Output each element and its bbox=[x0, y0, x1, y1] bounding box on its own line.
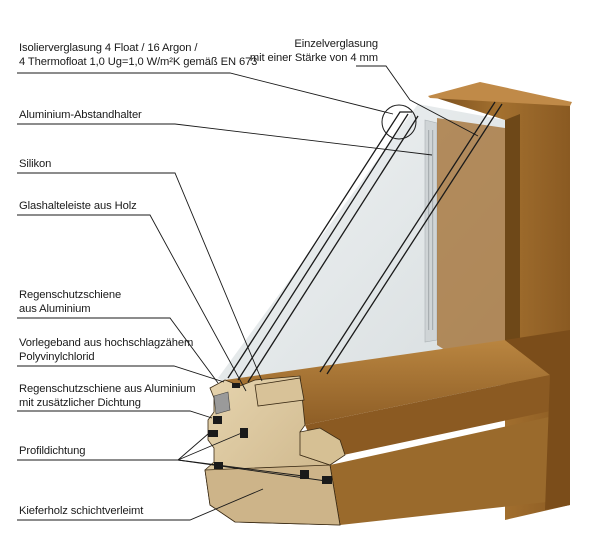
label-regenschutz-dichtung: Regenschutzschiene aus Aluminium mit zus… bbox=[19, 383, 196, 410]
leader-lines bbox=[17, 65, 479, 521]
label-regenschutzschiene: Regenschutzschiene aus Aluminium bbox=[19, 289, 121, 316]
label-glashalteleiste: Glashalteleiste aus Holz bbox=[19, 200, 137, 212]
bead-vertical bbox=[437, 118, 505, 388]
label-isolierverglasung-line2: 4 Thermofloat 1,0 Ug=1,0 W/m²K gemäß EN … bbox=[19, 55, 258, 68]
label-kiefernholz: Kieferholz schichtverleimt bbox=[19, 505, 144, 517]
section-cut-right bbox=[299, 427, 346, 466]
frame-vertical-inner bbox=[505, 114, 520, 398]
spacer-dots bbox=[428, 130, 434, 330]
label-vorlegeband-line1: Vorlegeband aus hochschlagzähem bbox=[19, 337, 194, 349]
label-regenschutz-dichtung-line2: mit zusätzlicher Dichtung bbox=[19, 396, 141, 409]
label-isolierverglasung: Isolierverglasung 4 Float / 16 Argon / 4… bbox=[19, 42, 257, 69]
section-cut-bead bbox=[254, 377, 305, 407]
label-einzelverglasung-line2: mit einer Stärke von 4 mm bbox=[249, 51, 378, 64]
label-isolierverglasung-line1: Isolierverglasung 4 Float / 16 Argon / bbox=[19, 42, 198, 54]
label-regenschutzschiene-line1: Regenschutzschiene bbox=[19, 289, 122, 301]
label-regenschutz-dichtung-line1: Regenschutzschiene aus Aluminium bbox=[19, 383, 196, 395]
label-einzelverglasung: Einzelverglasung mit einer Stärke von 4 … bbox=[238, 38, 378, 65]
frame-corner bbox=[505, 330, 570, 510]
spacer-strip bbox=[424, 119, 438, 343]
frame-bottom-front bbox=[305, 375, 555, 460]
label-vorlegeband: Vorlegeband aus hochschlagzähem Polyviny… bbox=[19, 337, 193, 364]
glass-edges bbox=[227, 101, 503, 383]
label-profildichtung: Profildichtung bbox=[19, 445, 86, 457]
label-vorlegeband-line2: Polyvinylchlorid bbox=[19, 350, 95, 363]
frame-bottom-top bbox=[225, 340, 550, 425]
section-cut-sill bbox=[204, 464, 341, 526]
label-abstandhalter: Aluminium-Abstandhalter bbox=[19, 109, 142, 121]
label-einzelverglasung-line1: Einzelverglasung bbox=[294, 38, 378, 50]
aluminium-rail bbox=[213, 391, 231, 415]
detail-circle bbox=[381, 104, 417, 140]
label-silikon: Silikon bbox=[19, 158, 52, 170]
label-regenschutzschiene-line2: aus Aluminium bbox=[19, 302, 91, 315]
frame-top-edge bbox=[428, 82, 572, 106]
frame-bottom-lower bbox=[330, 415, 565, 525]
